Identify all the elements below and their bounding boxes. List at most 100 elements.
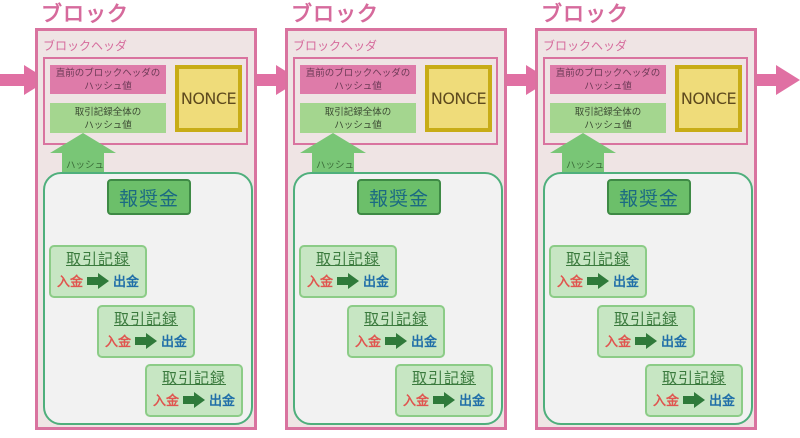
right-arrow-icon xyxy=(135,332,157,349)
previous-header-hash: 直前のブロックヘッダの ハッシュ値 xyxy=(550,65,666,94)
transaction-record: 取引記録 入金 出金 xyxy=(549,245,647,298)
block: ブロックヘッダ 直前のブロックヘッダの ハッシュ値 取引記録全体の ハッシュ値 … xyxy=(35,28,257,430)
reward-box: 報奨金 xyxy=(607,179,691,215)
nonce-label: NONCE xyxy=(180,89,237,108)
transaction-flow: 入金 出金 xyxy=(99,331,193,350)
right-arrow-icon xyxy=(635,332,657,349)
outgo-label: 出金 xyxy=(661,335,688,350)
transactions-hash: 取引記録全体の ハッシュ値 xyxy=(300,103,416,133)
income-label: 入金 xyxy=(556,275,583,290)
transaction-flow: 入金 出金 xyxy=(551,271,645,290)
previous-header-hash-line1: 直前のブロックヘッダの xyxy=(555,68,661,79)
block-header-label: ブロックヘッダ xyxy=(543,39,628,53)
transaction-title: 取引記録 xyxy=(661,369,726,387)
block-header: 直前のブロックヘッダの ハッシュ値 取引記録全体の ハッシュ値 NONCE xyxy=(543,57,748,145)
income-label: 入金 xyxy=(652,394,679,409)
chain-arrow-icon xyxy=(752,65,800,95)
transaction-record: 取引記録 入金 出金 xyxy=(97,305,195,358)
hash-arrow-label: ハッシュ xyxy=(566,160,605,171)
outgo-label: 出金 xyxy=(113,275,140,290)
income-label: 入金 xyxy=(306,275,333,290)
outgo-label: 出金 xyxy=(363,275,390,290)
transaction-record: 取引記録 入金 出金 xyxy=(145,364,243,417)
reward-box: 報奨金 xyxy=(107,179,191,215)
transaction-record: 取引記録 入金 出金 xyxy=(299,245,397,298)
right-arrow-icon xyxy=(385,332,407,349)
nonce-box: NONCE xyxy=(425,65,492,132)
transaction-flow: 入金 出金 xyxy=(397,390,491,409)
transaction-record: 取引記録 入金 出金 xyxy=(49,245,147,298)
transaction-record: 取引記録 入金 出金 xyxy=(347,305,445,358)
transaction-flow: 入金 出金 xyxy=(51,271,145,290)
previous-header-hash-line2: ハッシュ値 xyxy=(334,81,382,92)
previous-header-hash-line1: 直前のブロックヘッダの xyxy=(305,68,411,79)
hash-arrow-label: ハッシュ xyxy=(316,160,355,171)
transaction-flow: 入金 出金 xyxy=(349,331,443,350)
income-label: 入金 xyxy=(604,335,631,350)
outgo-label: 出金 xyxy=(459,394,486,409)
previous-header-hash: 直前のブロックヘッダの ハッシュ値 xyxy=(50,65,166,94)
block-header-label: ブロックヘッダ xyxy=(43,39,128,53)
outgo-label: 出金 xyxy=(161,335,188,350)
block-title: ブロック xyxy=(41,2,129,26)
previous-header-hash: 直前のブロックヘッダの ハッシュ値 xyxy=(300,65,416,94)
transactions-hash: 取引記録全体の ハッシュ値 xyxy=(50,103,166,133)
right-arrow-icon xyxy=(433,391,455,408)
transactions-hash-line2: ハッシュ値 xyxy=(84,120,132,131)
outgo-label: 出金 xyxy=(709,394,736,409)
right-arrow-icon xyxy=(183,391,205,408)
previous-header-hash-line2: ハッシュ値 xyxy=(84,81,132,92)
reward-label: 報奨金 xyxy=(618,187,679,210)
transaction-record: 取引記録 入金 出金 xyxy=(395,364,493,417)
transaction-record: 取引記録 入金 出金 xyxy=(645,364,743,417)
block-body: 報奨金 取引記録 入金 出金 取引記録 入金 出金 xyxy=(293,172,503,425)
transaction-title: 取引記録 xyxy=(315,250,380,268)
income-label: 入金 xyxy=(152,394,179,409)
hash-up-arrow-icon xyxy=(550,133,616,175)
hash-up-arrow-icon xyxy=(50,133,116,175)
nonce-label: NONCE xyxy=(680,89,737,108)
block-header-label: ブロックヘッダ xyxy=(293,39,378,53)
outgo-label: 出金 xyxy=(209,394,236,409)
hash-up-arrow-icon xyxy=(300,133,366,175)
transaction-title: 取引記録 xyxy=(411,369,476,387)
reward-label: 報奨金 xyxy=(368,187,429,210)
transaction-title: 取引記録 xyxy=(161,369,226,387)
block: ブロックヘッダ 直前のブロックヘッダの ハッシュ値 取引記録全体の ハッシュ値 … xyxy=(285,28,507,430)
right-arrow-icon xyxy=(87,272,109,289)
previous-header-hash-line2: ハッシュ値 xyxy=(584,81,632,92)
previous-header-hash-line1: 直前のブロックヘッダの xyxy=(55,68,161,79)
block-title: ブロック xyxy=(541,2,629,26)
transaction-flow: 入金 出金 xyxy=(147,390,241,409)
transaction-flow: 入金 出金 xyxy=(647,390,741,409)
block-body: 報奨金 取引記録 入金 出金 取引記録 入金 出金 xyxy=(43,172,253,425)
right-arrow-icon xyxy=(337,272,359,289)
transaction-flow: 入金 出金 xyxy=(599,331,693,350)
nonce-box: NONCE xyxy=(675,65,742,132)
block-header: 直前のブロックヘッダの ハッシュ値 取引記録全体の ハッシュ値 NONCE xyxy=(43,57,248,145)
block-body: 報奨金 取引記録 入金 出金 取引記録 入金 出金 xyxy=(543,172,753,425)
nonce-box: NONCE xyxy=(175,65,242,132)
transaction-title: 取引記録 xyxy=(65,250,130,268)
transactions-hash-line1: 取引記録全体の xyxy=(324,107,392,118)
income-label: 入金 xyxy=(402,394,429,409)
transaction-title: 取引記録 xyxy=(613,310,678,328)
transaction-title: 取引記録 xyxy=(113,310,178,328)
nonce-label: NONCE xyxy=(430,89,487,108)
block-title: ブロック xyxy=(291,2,379,26)
transactions-hash-line1: 取引記録全体の xyxy=(574,107,642,118)
transactions-hash: 取引記録全体の ハッシュ値 xyxy=(550,103,666,133)
reward-box: 報奨金 xyxy=(357,179,441,215)
transaction-title: 取引記録 xyxy=(565,250,630,268)
right-arrow-icon xyxy=(587,272,609,289)
right-arrow-icon xyxy=(683,391,705,408)
transactions-hash-line2: ハッシュ値 xyxy=(584,120,632,131)
outgo-label: 出金 xyxy=(411,335,438,350)
income-label: 入金 xyxy=(104,335,131,350)
reward-label: 報奨金 xyxy=(118,187,179,210)
block-header: 直前のブロックヘッダの ハッシュ値 取引記録全体の ハッシュ値 NONCE xyxy=(293,57,498,145)
hash-arrow-label: ハッシュ xyxy=(66,160,105,171)
transactions-hash-line1: 取引記録全体の xyxy=(74,107,142,118)
transaction-record: 取引記録 入金 出金 xyxy=(597,305,695,358)
transactions-hash-line2: ハッシュ値 xyxy=(334,120,382,131)
